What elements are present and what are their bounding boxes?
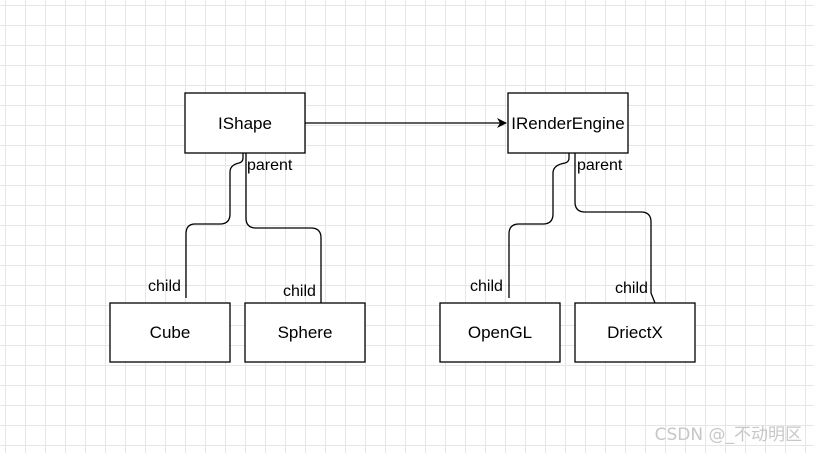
node-irenderengine[interactable]: IRenderEngine <box>507 92 629 154</box>
node-sphere[interactable]: Sphere <box>244 302 366 363</box>
node-ishape[interactable]: IShape <box>184 92 306 154</box>
edge-irenderengine-driectx[interactable] <box>574 153 656 304</box>
edge-label-cube-child: child <box>148 278 181 295</box>
watermark: CSDN @_不动明区 <box>654 425 802 445</box>
edge-label-sphere-child: child <box>283 283 316 300</box>
edge-label-right-parent: parent <box>577 157 623 174</box>
node-driectx[interactable]: DriectX <box>574 302 696 363</box>
edge-ishape-cube[interactable] <box>185 153 244 298</box>
edge-label-left-parent: parent <box>247 157 293 174</box>
node-opengl-label: OpenGL <box>468 323 532 342</box>
edge-ishape-sphere[interactable] <box>245 153 322 303</box>
node-ishape-label: IShape <box>218 114 272 133</box>
node-sphere-label: Sphere <box>278 323 333 342</box>
edge-label-opengl-child: child <box>470 278 503 295</box>
edge-irenderengine-opengl[interactable] <box>508 153 570 298</box>
node-driectx-label: DriectX <box>607 323 663 342</box>
edge-label-driectx-child: child <box>615 280 648 297</box>
node-opengl[interactable]: OpenGL <box>439 302 561 363</box>
node-cube[interactable]: Cube <box>109 302 231 363</box>
node-irenderengine-label: IRenderEngine <box>511 114 624 133</box>
node-cube-label: Cube <box>150 323 191 342</box>
